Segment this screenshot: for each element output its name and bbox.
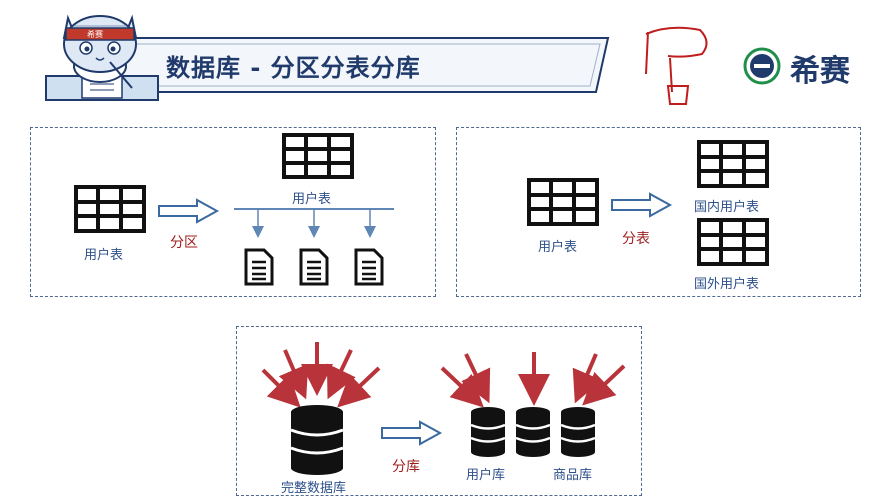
panel-table-split (456, 127, 861, 297)
document-icon (299, 248, 329, 286)
database-icon (560, 407, 596, 457)
partition-action-label: 分区 (170, 235, 198, 251)
partition-branch-lines (234, 208, 394, 238)
hollow-arrow-icon (158, 198, 220, 224)
table-grid-icon (697, 140, 769, 188)
table-grid-icon (527, 178, 599, 226)
document-icon (244, 248, 274, 286)
partition-source-label: 用户表 (84, 248, 124, 263)
brand-name: 希赛 (790, 54, 850, 89)
mascot-cat-icon (45, 14, 159, 101)
db-split-action-label: 分库 (392, 459, 420, 475)
incoming-request-arrows (440, 352, 626, 408)
database-icon (470, 407, 506, 457)
table-grid-icon (74, 185, 146, 233)
incoming-request-arrows (261, 342, 381, 408)
foreign-user-table-label: 国外用户表 (694, 277, 760, 292)
mascot-badge: 希赛 (87, 30, 103, 39)
partition-target-label: 用户表 (292, 192, 332, 207)
hollow-arrow-icon (611, 192, 673, 218)
table-split-action-label: 分表 (622, 231, 650, 247)
hollow-arrow-icon (381, 420, 443, 446)
full-database-label: 完整数据库 (281, 481, 347, 496)
panel-db-split (236, 326, 642, 496)
table-grid-icon (282, 133, 354, 179)
database-icon (290, 405, 344, 475)
table-split-source-label: 用户表 (538, 240, 578, 255)
document-icon (354, 248, 384, 286)
table-grid-icon (697, 218, 769, 266)
user-db-label: 用户库 (466, 468, 506, 483)
panel-partition (30, 127, 436, 297)
handwritten-scribble (645, 26, 708, 105)
domestic-user-table-label: 国内用户表 (694, 200, 760, 215)
database-icon (515, 407, 551, 457)
brand-logo-icon (743, 47, 781, 85)
product-db-label: 商品库 (553, 468, 593, 483)
page-title: 数据库 - 分区分表分库 (166, 54, 421, 82)
